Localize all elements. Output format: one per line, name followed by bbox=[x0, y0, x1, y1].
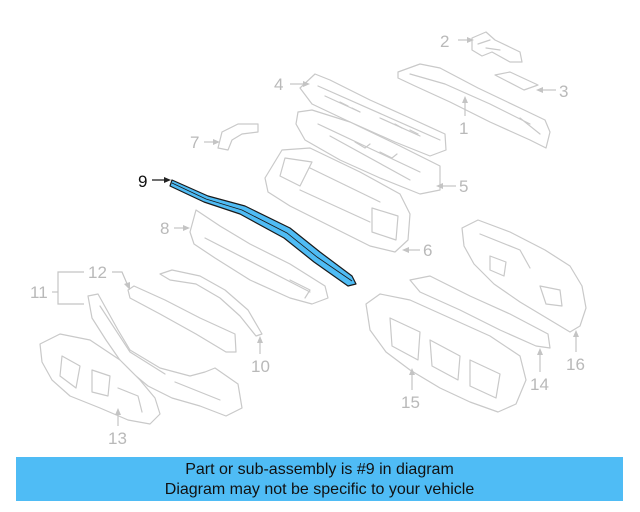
part-7-bracket[interactable] bbox=[217, 123, 259, 151]
callout-4: 4 bbox=[274, 75, 283, 94]
part-6-dash-upper[interactable] bbox=[264, 147, 411, 253]
leader-2 bbox=[458, 37, 474, 43]
leader-13 bbox=[115, 408, 121, 426]
callout-1: 1 bbox=[459, 119, 468, 138]
part-10-support[interactable] bbox=[159, 269, 263, 337]
part-12-bar[interactable] bbox=[127, 285, 237, 353]
callout-16: 16 bbox=[566, 355, 585, 374]
part-5-vent-panel[interactable] bbox=[295, 109, 441, 195]
leader-9 bbox=[152, 177, 171, 183]
callout-10: 10 bbox=[251, 357, 270, 376]
leader-11-12 bbox=[52, 271, 130, 305]
banner-line-1: Part or sub-assembly is #9 in diagram bbox=[185, 461, 454, 478]
leader-15 bbox=[409, 368, 415, 390]
part-15-dash-lower[interactable] bbox=[365, 293, 527, 413]
part-8-cowl-inner[interactable] bbox=[189, 209, 329, 305]
callout-5: 5 bbox=[459, 177, 468, 196]
callout-14: 14 bbox=[530, 375, 549, 394]
leader-14 bbox=[537, 348, 543, 372]
callout-9: 9 bbox=[138, 172, 147, 191]
part-2-bracket[interactable] bbox=[471, 31, 523, 63]
leader-7 bbox=[204, 139, 220, 145]
callout-3: 3 bbox=[559, 82, 568, 101]
callout-13: 13 bbox=[108, 429, 127, 448]
callout-11: 11 bbox=[30, 283, 48, 302]
banner-line-2: Diagram may not be specific to your vehi… bbox=[164, 481, 475, 498]
leader-6 bbox=[402, 247, 420, 253]
part-3-plate[interactable] bbox=[494, 71, 539, 91]
part-16-side-panel[interactable] bbox=[461, 219, 587, 333]
callout-6: 6 bbox=[423, 241, 432, 260]
part-4-cowl-panel[interactable] bbox=[299, 73, 447, 157]
callout-12: 12 bbox=[88, 263, 107, 282]
part-14-bar[interactable] bbox=[409, 275, 551, 349]
callout-7: 7 bbox=[190, 133, 199, 152]
leader-1 bbox=[462, 96, 468, 116]
leader-3 bbox=[536, 87, 556, 93]
leader-16 bbox=[573, 330, 579, 352]
leader-10 bbox=[257, 336, 263, 354]
part-13-side-panel[interactable] bbox=[39, 333, 161, 425]
callout-15: 15 bbox=[401, 393, 420, 412]
leader-4 bbox=[290, 81, 310, 87]
callout-8: 8 bbox=[160, 219, 169, 238]
callout-2: 2 bbox=[440, 32, 449, 51]
leader-8 bbox=[174, 225, 190, 231]
part-9-highlighted-strip[interactable] bbox=[169, 179, 357, 287]
part-1-cowl-rail[interactable] bbox=[397, 63, 551, 149]
info-banner: Part or sub-assembly is #9 in diagram Di… bbox=[16, 457, 623, 501]
leader-5 bbox=[436, 183, 456, 189]
